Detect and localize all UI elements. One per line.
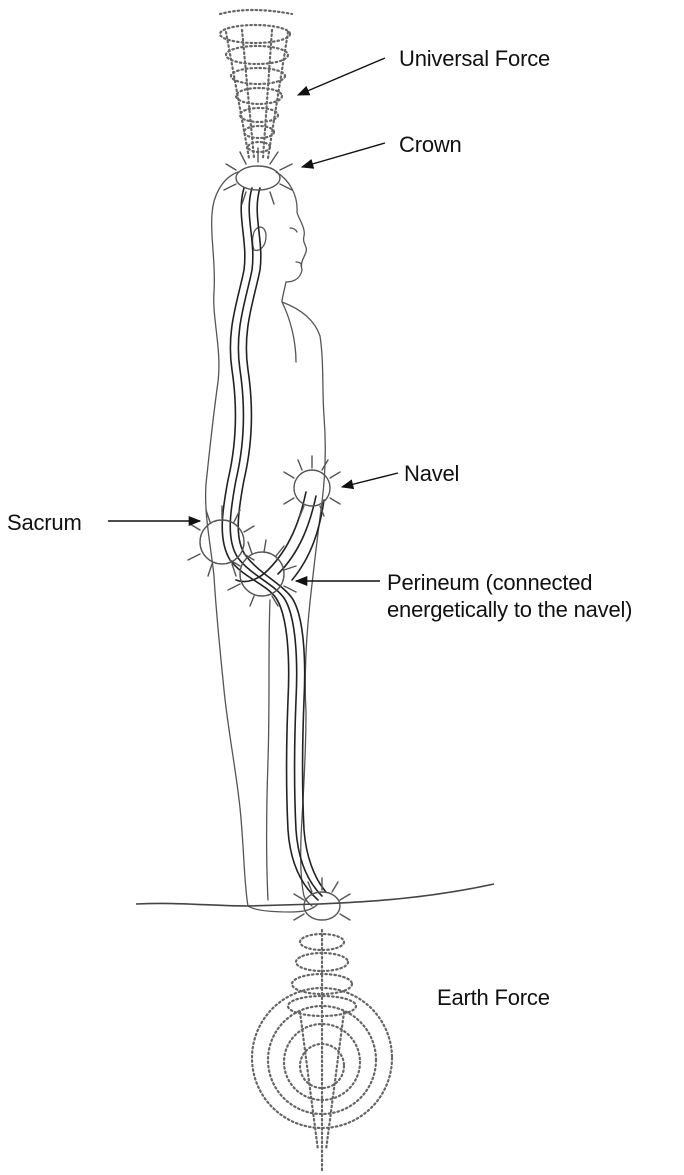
sacrum-label: Sacrum [7, 509, 82, 536]
earth-force-label: Earth Force [437, 984, 550, 1011]
universal-force-spiral [220, 10, 292, 158]
navel-arrow [342, 473, 398, 487]
crown-label: Crown [399, 131, 462, 158]
perineum-label-line1: Perineum (connected [387, 569, 632, 596]
universal-force-label: Universal Force [399, 45, 550, 72]
perineum-label: Perineum (connected energetically to the… [387, 569, 632, 623]
crown-arrow [302, 143, 385, 167]
navel-burst [284, 456, 340, 516]
navel-label: Navel [404, 460, 459, 487]
perineum-label-line2: energetically to the navel) [387, 596, 632, 623]
perineum-burst [228, 540, 296, 606]
earth-force-spiral [252, 930, 392, 1170]
universal-force-arrow [298, 58, 385, 95]
